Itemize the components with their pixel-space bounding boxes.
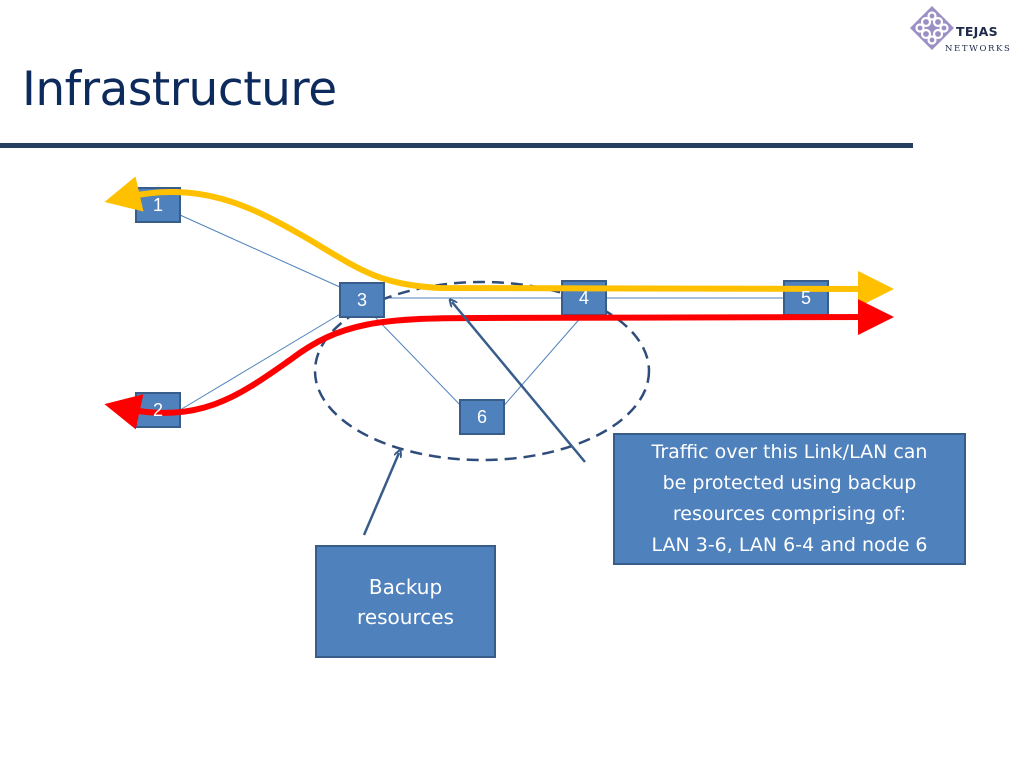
red-traffic-path <box>104 299 894 430</box>
logo-subtitle: NETWORKS <box>945 44 1012 54</box>
yellow-traffic-path <box>104 176 894 307</box>
traffic-callout-line: LAN 3-6, LAN 6-4 and node 6 <box>651 534 928 556</box>
link-2-3 <box>179 312 343 411</box>
traffic-protection-callout: Traffic over this Link/LAN can be protec… <box>613 433 966 565</box>
link-3-6 <box>372 314 466 411</box>
backup-callout-line: resources <box>357 604 454 629</box>
title-divider <box>0 143 913 148</box>
backup-callout-line: Backup <box>368 574 443 599</box>
backup-resources-callout: Backup resources <box>315 545 496 658</box>
logo-name: TEJAS <box>956 24 998 39</box>
link-pointer-arrow <box>452 302 586 463</box>
traffic-callout-line: be protected using backup <box>662 472 917 494</box>
traffic-callout-line: resources comprising of: <box>672 503 907 525</box>
tejas-logo <box>910 6 954 50</box>
node-3 <box>339 282 385 318</box>
node-6 <box>459 399 505 435</box>
link-6-4 <box>499 314 584 411</box>
slide-title: Infrastructure <box>22 62 337 117</box>
link-1-3 <box>179 214 343 289</box>
traffic-callout-line: Traffic over this Link/LAN can <box>651 441 928 463</box>
backup-pointer-arrow <box>362 453 399 536</box>
logo-knot-icon <box>910 6 954 50</box>
